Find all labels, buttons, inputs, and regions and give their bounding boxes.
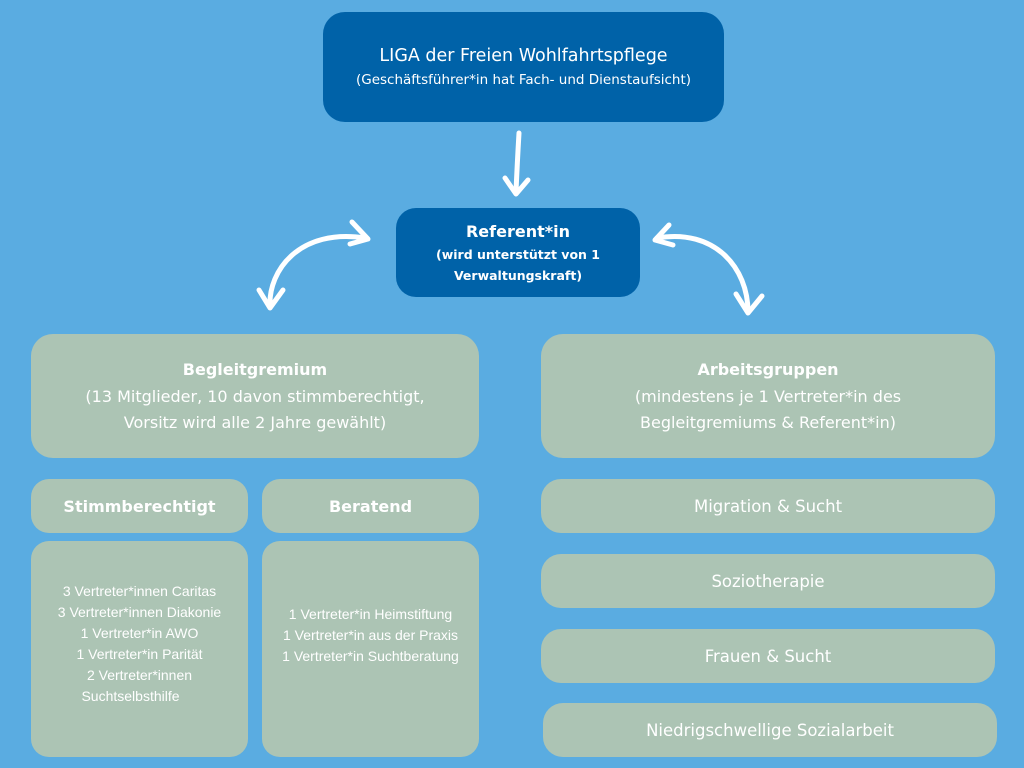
beratend-label: Beratend [328,496,413,516]
begleitgremium-title: Begleitgremium [182,360,328,379]
stimmberechtigt-members: 3 Vertreter*innen Caritas 3 Vertreter*in… [31,541,248,757]
stimmberechtigt-header: Stimmberechtigt [31,479,248,533]
arbeitsgruppen-subtitle-line2: Begleitgremiums & Referent*in) [640,413,896,432]
member-item: 1 Vertreter*in Heimstiftung [288,605,453,622]
begleitgremium-box: Begleitgremium (13 Mitglieder, 10 davon … [31,334,479,458]
arrow-referent-begleitgremium [256,219,371,311]
member-item: 1 Vertreter*in Suchtberatung [282,647,459,664]
member-item: 1 Vertreter*in aus der Praxis [282,626,459,643]
liga-title: LIGA der Freien Wohlfahrtspflege [379,46,668,66]
member-item: 3 Vertreter*innen Diakonie [57,604,222,620]
liga-box: LIGA der Freien Wohlfahrtspflege (Geschä… [323,12,724,122]
member-item: 3 Vertreter*innen Caritas [62,583,217,599]
liga-subtitle: (Geschäftsführer*in hat Fach- und Dienst… [355,72,692,88]
arbeitsgruppen-title: Arbeitsgruppen [697,360,839,379]
arbeitsgruppen-subtitle-line1: (mindestens je 1 Vertreter*in des [634,387,902,406]
arbeitsgruppe-item: Frauen & Sucht [541,629,995,683]
beratend-header: Beratend [262,479,479,533]
member-item: 1 Vertreter*in AWO [80,625,199,641]
arrow-referent-arbeitsgruppen [652,222,765,316]
member-item: 1 Vertreter*in Parität [76,646,203,662]
arbeitsgruppe-item: Niedrigschwellige Sozialarbeit [543,703,997,757]
arrow-liga-to-referent [502,130,531,197]
member-item: 2 Vertreter*innen [86,667,193,683]
beratend-members: 1 Vertreter*in Heimstiftung 1 Vertreter*… [262,541,479,757]
begleitgremium-subtitle-line1: (13 Mitglieder, 10 davon stimmberechtigt… [85,387,425,406]
stimmberechtigt-label: Stimmberechtigt [63,496,216,516]
arbeitsgruppe-item: Soziotherapie [541,554,995,608]
referent-subtitle-line1: (wird unterstützt von 1 [435,246,600,262]
referent-subtitle-line2: Verwaltungskraft) [453,267,583,283]
member-item: Suchtselbsthilfe [81,688,180,704]
referent-title: Referent*in [465,221,570,241]
begleitgremium-subtitle-line2: Vorsitz wird alle 2 Jahre gewählt) [123,413,387,432]
arbeitsgruppe-item: Migration & Sucht [541,479,995,533]
referent-box: Referent*in (wird unterstützt von 1 Verw… [396,208,640,297]
arbeitsgruppen-box: Arbeitsgruppen (mindestens je 1 Vertrete… [541,334,995,458]
